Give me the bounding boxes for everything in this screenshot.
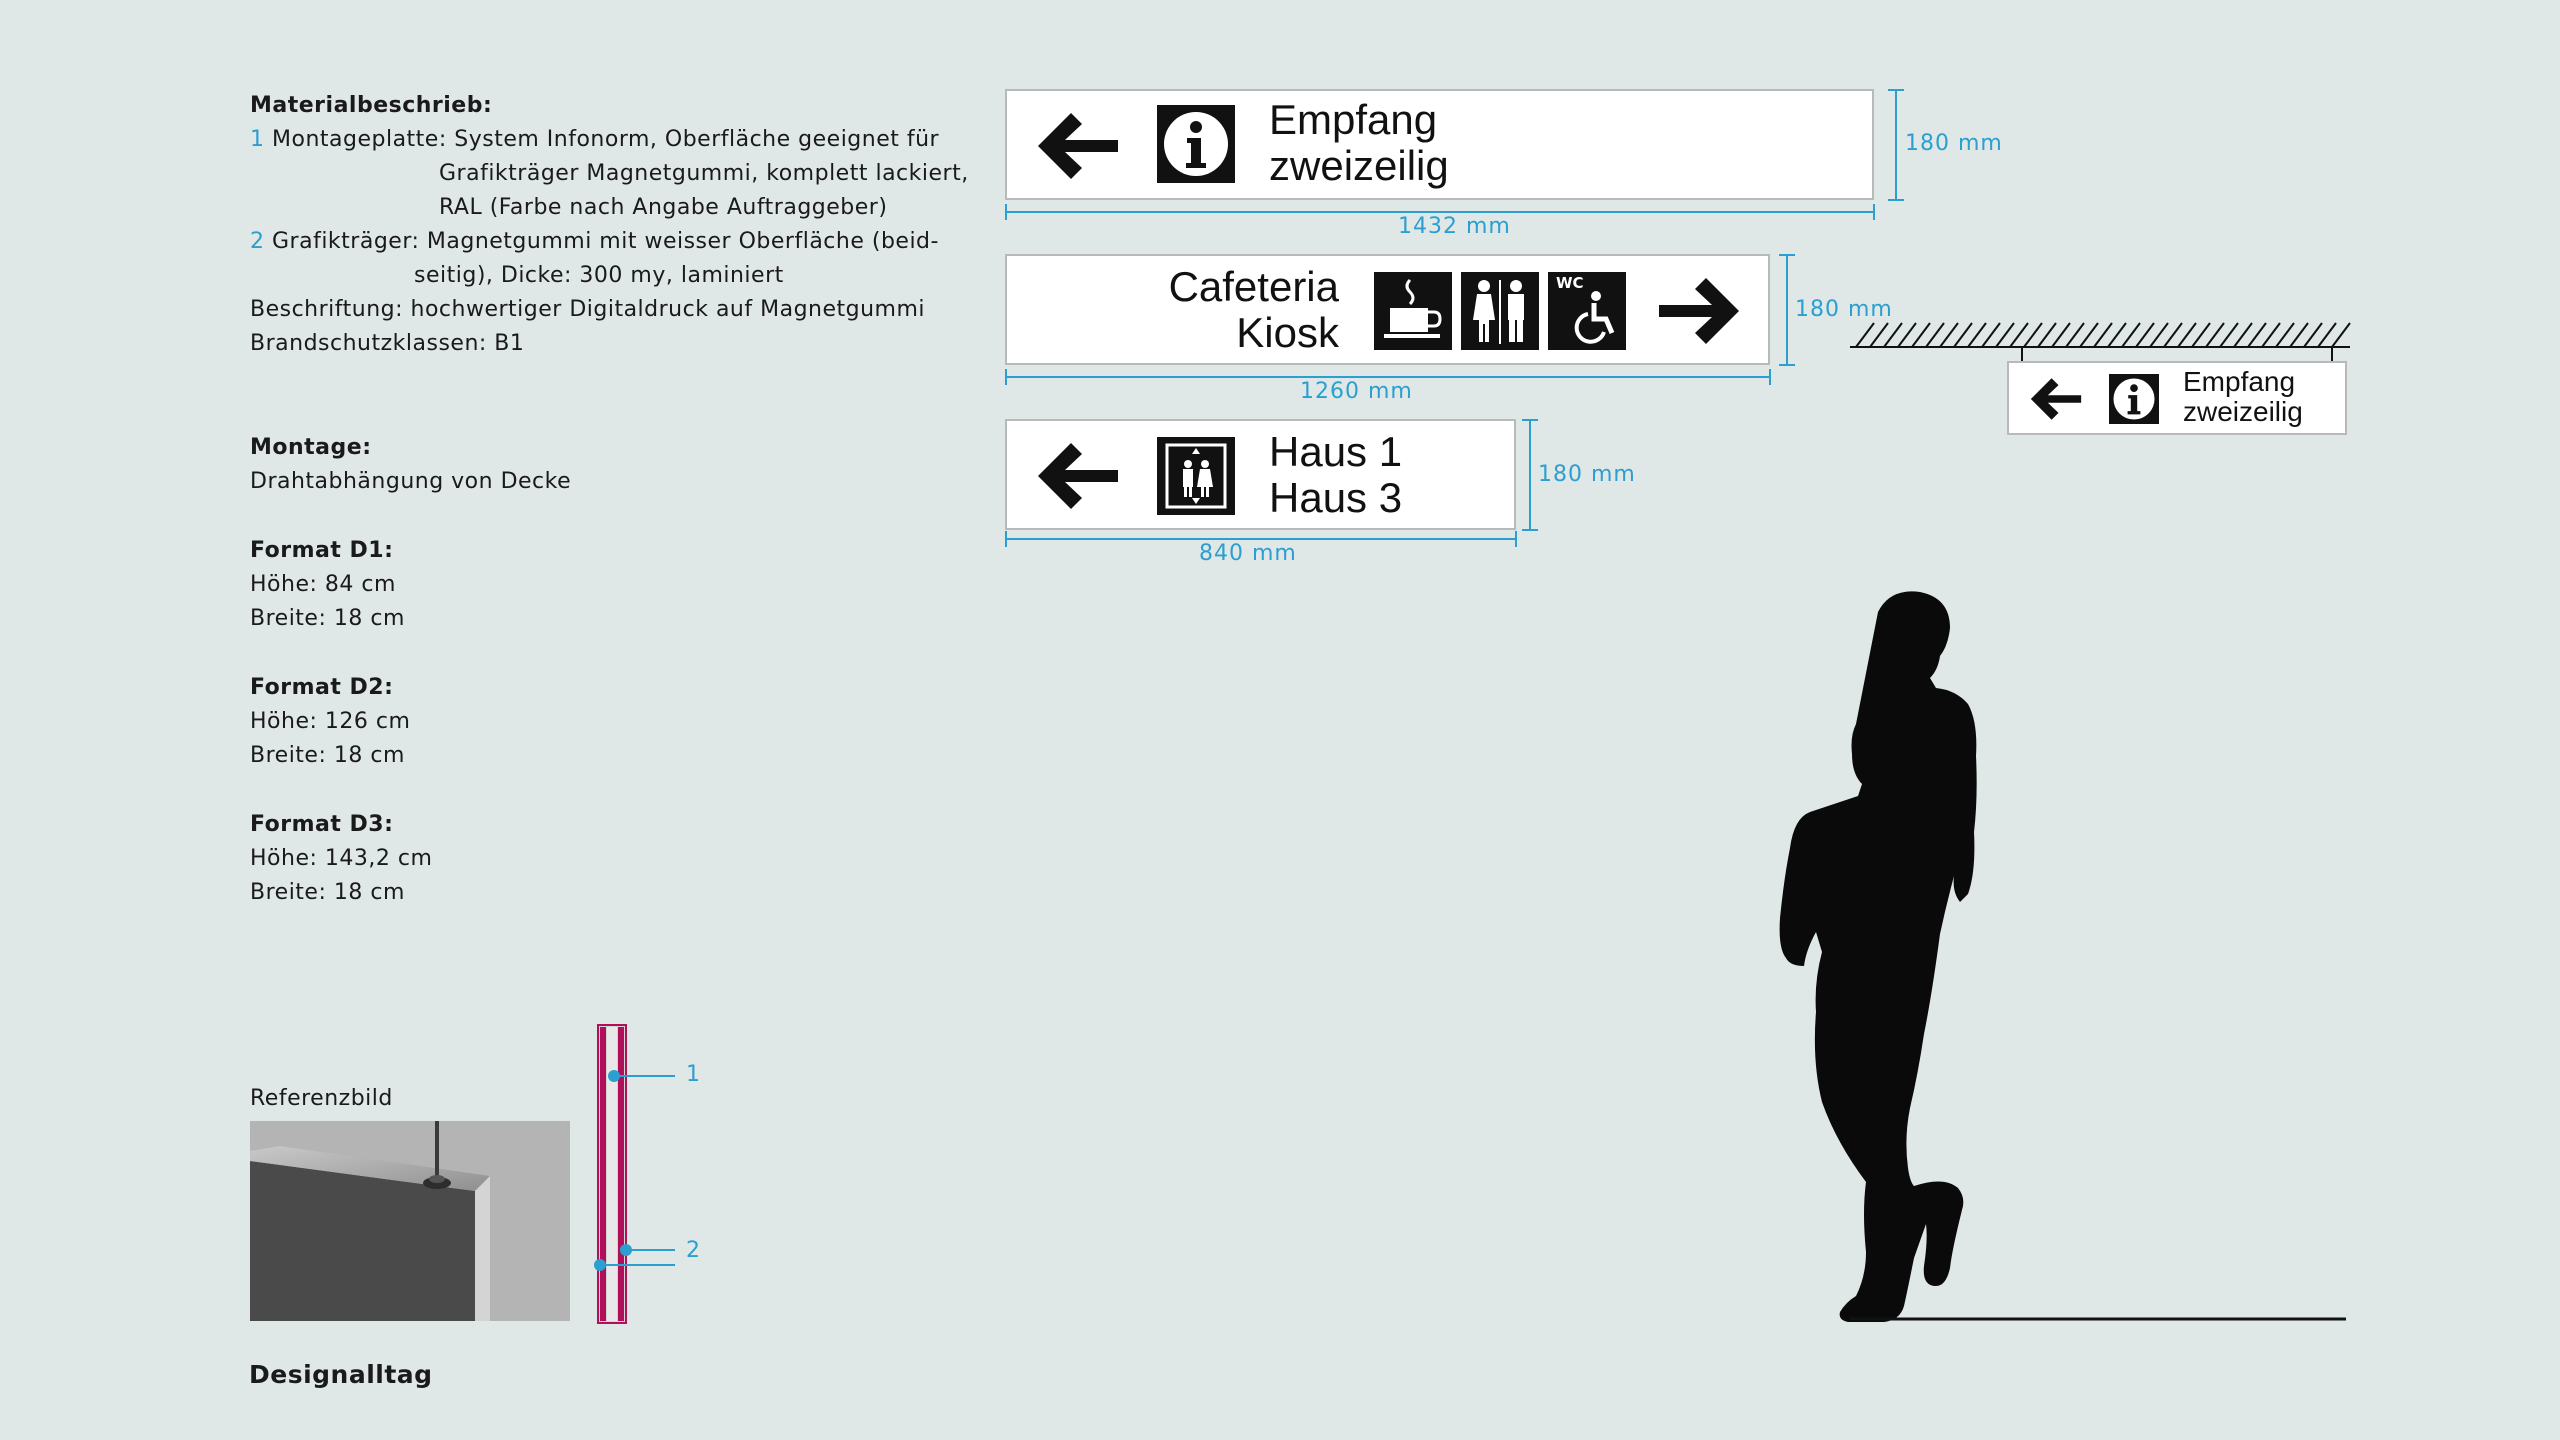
sign-line-1: Empfang [2183, 366, 2296, 397]
sign-line-1: Empfang [1269, 96, 1438, 143]
format-heading: Format D3: [250, 812, 394, 837]
item-number-1: 1 [250, 127, 265, 152]
material-brandschutz: Brandschutzklassen: B1 [250, 331, 525, 356]
info-icon [1157, 105, 1235, 183]
sign-line-2: zweizeilig [2183, 396, 2303, 427]
material-item-2: 2 Grafikträger: Magnetgummi mit weisser … [250, 225, 969, 259]
info-icon [2109, 374, 2159, 424]
format-width: Breite: 18 cm [250, 606, 405, 631]
sign1-height-label: 180 mm [1905, 131, 2003, 156]
sign3-dimensions [1005, 419, 1538, 547]
ceiling-hatch [1850, 322, 2351, 361]
arrow-right-icon [1659, 278, 1739, 344]
montage-section: Montage: Drahtabhängung von Decke [250, 431, 571, 499]
wc-accessible-icon: WC [1548, 272, 1626, 350]
sign1-width-label: 1432 mm [1398, 214, 1511, 239]
coffee-icon [1374, 272, 1452, 350]
sign1-dimensions [1005, 89, 1904, 220]
sign-line-1: Cafeteria [1168, 263, 1339, 310]
sign-text: Cafeteria Kiosk [1007, 264, 1339, 356]
sign2-height-label: 180 mm [1795, 297, 1893, 322]
sign-text: Empfang zweizeilig [1269, 97, 1449, 189]
montage-heading: Montage: [250, 435, 372, 460]
format-height: Höhe: 84 cm [250, 572, 396, 597]
format-d3: Format D3: Höhe: 143,2 cm Breite: 18 cm [250, 808, 432, 910]
arrow-left-icon [1038, 443, 1118, 509]
sign3-width-label: 840 mm [1199, 541, 1297, 566]
brand-logo: Designalltag [249, 1360, 433, 1389]
sign-line-2: Kiosk [1236, 309, 1339, 356]
material-item-1: 1 Montageplatte: System Infonorm, Oberfl… [250, 123, 969, 157]
material-item-2-line-2: seitig), Dicke: 300 my, laminiert [414, 263, 784, 288]
sign-text: Empfang zweizeilig [2183, 367, 2303, 427]
format-width: Breite: 18 cm [250, 880, 405, 905]
floor-line [1850, 1317, 2346, 1321]
format-d2: Format D2: Höhe: 126 cm Breite: 18 cm [250, 671, 410, 773]
material-heading: Materialbeschrieb: [250, 93, 493, 118]
wc-text: WC [1556, 274, 1584, 292]
reference-image [250, 1121, 570, 1321]
item-number-2: 2 [250, 229, 265, 254]
format-heading: Format D1: [250, 538, 394, 563]
toilets-icon [1461, 272, 1539, 350]
format-heading: Format D2: [250, 675, 394, 700]
format-height: Höhe: 143,2 cm [250, 846, 433, 871]
section-leader-lines [594, 1070, 675, 1271]
section-label-1: 1 [686, 1062, 701, 1087]
material-item-1-line-3: RAL (Farbe nach Angabe Auftraggeber) [439, 195, 888, 220]
elevator-icon [1157, 437, 1235, 515]
sign-cafeteria: Cafeteria Kiosk WC [1005, 254, 1770, 365]
sign-line-2: Haus 3 [1269, 474, 1403, 521]
sign-empfang: Empfang zweizeilig [1005, 89, 1874, 200]
arrow-left-icon [2030, 378, 2082, 420]
material-description: Materialbeschrieb: 1 Montageplatte: Syst… [250, 89, 969, 361]
person-silhouette [1779, 591, 1977, 1322]
mounted-sign: Empfang zweizeilig [2007, 361, 2347, 435]
sign2-dimensions [1005, 254, 1795, 385]
material-item-1-line-2: Grafikträger Magnetgummi, komplett lacki… [439, 161, 969, 186]
format-width: Breite: 18 cm [250, 743, 405, 768]
material-beschriftung: Beschriftung: hochwertiger Digitaldruck … [250, 297, 926, 322]
sign-line-1: Haus 1 [1269, 428, 1403, 475]
sign-line-2: zweizeilig [1269, 142, 1449, 189]
reference-label: Referenzbild [250, 1086, 393, 1111]
arrow-left-icon [1038, 113, 1118, 179]
sign3-height-label: 180 mm [1538, 462, 1636, 487]
sign2-width-label: 1260 mm [1300, 379, 1413, 404]
sign-haus: Haus 1 Haus 3 [1005, 419, 1516, 530]
format-d1: Format D1: Höhe: 84 cm Breite: 18 cm [250, 534, 405, 636]
sign-text: Haus 1 Haus 3 [1269, 429, 1402, 521]
material-item-1-line-1: Montageplatte: System Infonorm, Oberfläc… [272, 127, 940, 152]
format-height: Höhe: 126 cm [250, 709, 411, 734]
montage-text: Drahtabhängung von Decke [250, 469, 572, 494]
section-label-2: 2 [686, 1238, 701, 1263]
material-item-2-line-1: Grafikträger: Magnetgummi mit weisser Ob… [272, 229, 939, 254]
